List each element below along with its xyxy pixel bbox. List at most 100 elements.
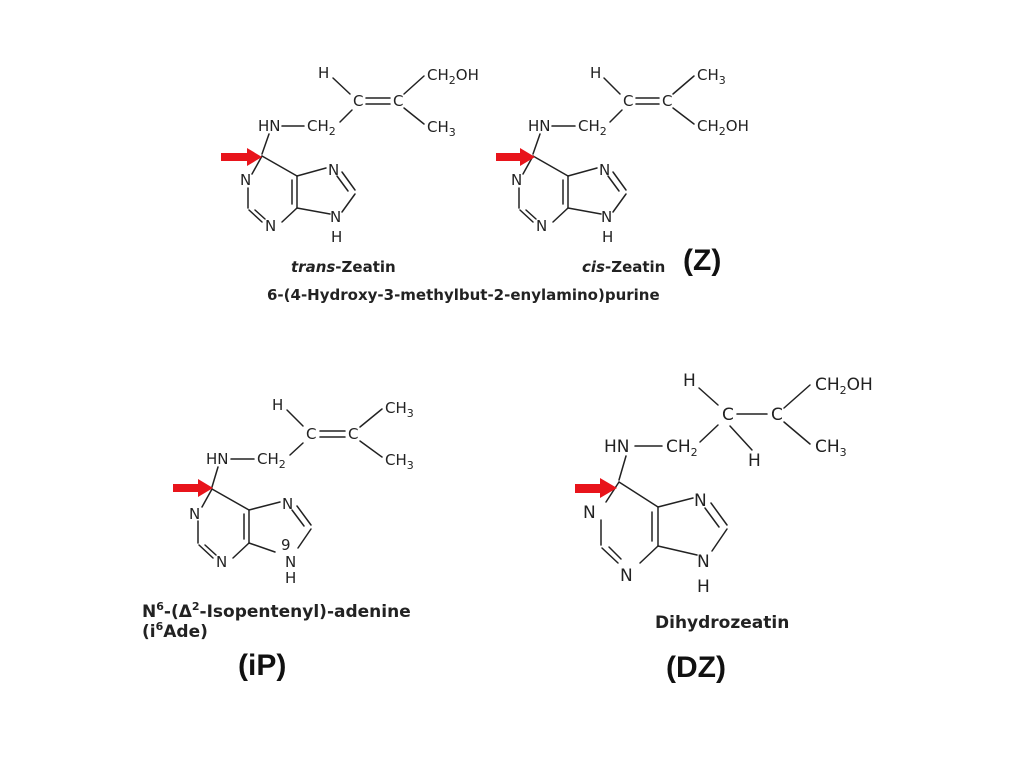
purine-ring: N N N N H <box>511 155 627 246</box>
purine-ring: N N N N H <box>240 155 356 246</box>
abbrev-dz: (DZ) <box>666 651 726 684</box>
atom-n7: N <box>328 161 339 179</box>
bond <box>336 175 349 192</box>
bond <box>232 542 250 559</box>
bond <box>211 488 250 511</box>
purine-ring: N N N 9 N H <box>189 488 312 587</box>
bond <box>699 424 719 443</box>
bond <box>211 466 219 488</box>
molecule-cis-zeatin: H C C CH3 CH2OH HN CH2 N N <box>496 64 749 276</box>
atom-n1: N <box>240 171 251 189</box>
bond <box>341 171 356 191</box>
atom-c2: C <box>348 425 358 443</box>
bond <box>296 505 312 526</box>
bond <box>783 421 811 445</box>
atom-c1: C <box>353 92 363 110</box>
bond <box>601 547 619 564</box>
bond <box>618 481 659 508</box>
group-ch3: CH3 <box>697 66 726 87</box>
atom-n1: N <box>189 505 200 523</box>
bond <box>657 497 694 508</box>
atom-c2: C <box>393 92 403 110</box>
bond <box>204 544 217 556</box>
group-ch2oh: CH2OH <box>697 117 749 138</box>
bond <box>248 542 276 553</box>
atom-n1: N <box>511 171 522 189</box>
red-right-arrow-icon <box>575 478 617 498</box>
atom-n7: N <box>282 495 293 513</box>
bond <box>297 528 312 549</box>
abbrev-zeatin: (Z) <box>683 244 721 277</box>
bond <box>618 455 627 481</box>
atom-n3: N <box>536 217 547 235</box>
bond <box>339 109 353 123</box>
group-ch3-b: CH3 <box>385 451 414 472</box>
bond <box>612 193 627 213</box>
bond <box>291 509 305 527</box>
bond <box>711 528 728 552</box>
bond <box>359 440 383 458</box>
atom-h: H <box>318 64 329 82</box>
atom-hn: HN <box>528 117 551 135</box>
caption-i6ade: (i6Ade) <box>142 620 208 642</box>
bond <box>359 408 383 428</box>
atom-c1: C <box>722 405 734 425</box>
bond <box>281 207 298 223</box>
bond <box>639 545 659 564</box>
bond <box>403 75 425 95</box>
bond <box>248 209 263 223</box>
bond <box>710 502 728 526</box>
molecule-trans-zeatin: H C C CH2OH CH3 HN CH2 N <box>221 64 479 276</box>
purine-ring: N N N N H <box>583 481 728 597</box>
bond <box>609 109 623 123</box>
group-ch3-a: CH3 <box>385 399 414 420</box>
bond <box>201 488 213 508</box>
atom-c2: C <box>771 405 783 425</box>
atom-h: H <box>590 64 601 82</box>
bond <box>605 481 620 503</box>
bond <box>251 155 263 175</box>
bond <box>783 384 811 409</box>
atom-c2: C <box>662 92 672 110</box>
bond <box>729 425 753 451</box>
bond <box>552 207 569 223</box>
bond <box>698 387 719 406</box>
caption-trans-zeatin: trans-Zeatin <box>291 258 396 276</box>
group-ch2: CH2 <box>257 450 286 471</box>
atom-hn: HN <box>206 450 229 468</box>
bond <box>198 544 214 559</box>
bond <box>525 209 537 220</box>
red-right-arrow-icon <box>173 479 213 497</box>
bond <box>254 209 266 220</box>
atom-n1: N <box>583 503 596 523</box>
bond <box>603 77 621 95</box>
atom-c1: C <box>306 425 316 443</box>
zeatin-systematic-name: 6-(4-Hydroxy-3-methylbut-2-enylamino)pur… <box>267 286 660 304</box>
atom-hn: HN <box>258 117 281 135</box>
group-ch2: CH2 <box>307 117 336 138</box>
bond <box>532 133 541 155</box>
atom-n7: N <box>694 491 707 511</box>
bond <box>261 155 298 177</box>
bond <box>567 167 598 177</box>
bond <box>289 442 304 456</box>
atom-h9: H <box>602 228 613 246</box>
caption-cis-zeatin: cis-Zeatin <box>582 258 665 276</box>
bond <box>261 133 270 155</box>
atom-n9: N <box>697 552 710 572</box>
bond <box>248 501 281 511</box>
bond <box>672 75 695 95</box>
bond <box>296 207 331 215</box>
bond <box>612 171 627 191</box>
atom-n9: N <box>601 208 612 226</box>
atom-h-lower: H <box>748 451 761 471</box>
atom-h9: H <box>331 228 342 246</box>
group-ch2: CH2 <box>578 117 607 138</box>
bond <box>608 546 622 560</box>
caption-isopentenyl-adenine: N6-(Δ2-Isopentenyl)-adenine <box>142 600 411 622</box>
atom-n9: N <box>330 208 341 226</box>
bond <box>672 107 695 125</box>
position-label-9: 9 <box>281 536 291 554</box>
group-ch2oh: CH2OH <box>815 375 873 397</box>
group-ch3: CH3 <box>427 118 456 139</box>
